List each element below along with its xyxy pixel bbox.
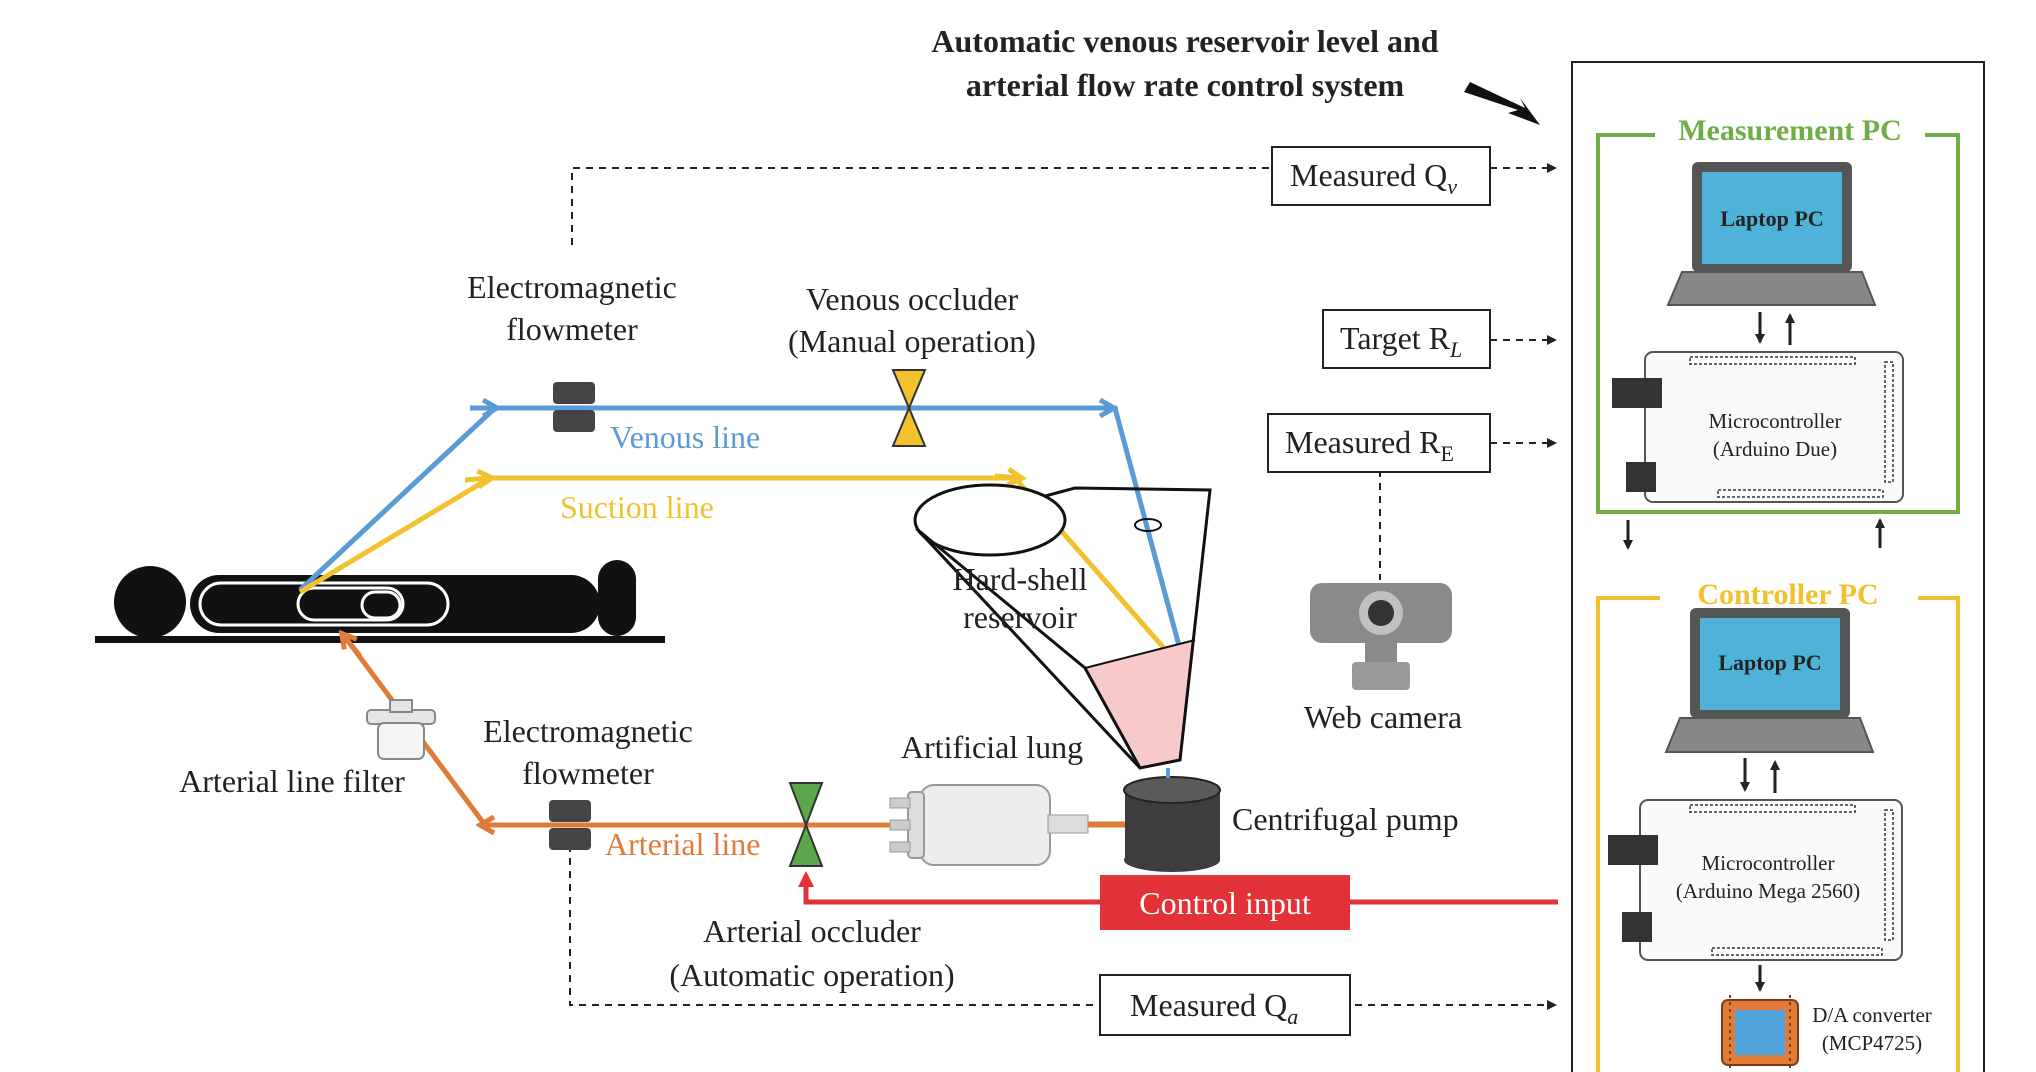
dac-label-1: D/A converter bbox=[1812, 1003, 1932, 1027]
controller-laptop-label: Laptop PC bbox=[1718, 650, 1821, 675]
hard-shell-label-1: Hard-shell bbox=[952, 561, 1087, 597]
controller-laptop-icon: Laptop PC bbox=[1664, 608, 1875, 753]
measured-qv-sub: v bbox=[1447, 174, 1457, 199]
arduino-mega-icon: Microcontroller (Arduino Mega 2560) bbox=[1608, 799, 1903, 961]
patient-icon bbox=[95, 560, 665, 643]
measurement-pc-title: Measurement PC bbox=[1678, 114, 1902, 147]
control-input-label: Control input bbox=[1139, 885, 1311, 921]
venous-line-label: Venous line bbox=[610, 419, 760, 455]
svg-text:Measured Qa: Measured Qa bbox=[1130, 987, 1298, 1029]
signal-lines bbox=[569, 163, 1557, 1010]
dac-chip-icon bbox=[1721, 995, 1799, 1072]
suction-arrow-1 bbox=[464, 478, 490, 480]
em-flowmeter-bottom-label-1: Electromagnetic bbox=[483, 713, 693, 749]
web-camera-label: Web camera bbox=[1304, 699, 1462, 735]
measurement-laptop-label: Laptop PC bbox=[1720, 206, 1823, 231]
arduino-due-label-2: (Arduino Due) bbox=[1713, 437, 1837, 461]
em-flowmeter-top-icon bbox=[553, 382, 595, 432]
measured-qa-box: Measured Qa bbox=[1099, 974, 1351, 1036]
arduino-due-icon: Microcontroller (Arduino Due) bbox=[1612, 351, 1904, 503]
arduino-mega-label-1: Microcontroller bbox=[1702, 851, 1835, 875]
web-camera-icon bbox=[1310, 583, 1452, 690]
em-flowmeter-top-label-2: flowmeter bbox=[506, 311, 638, 347]
arterial-arrow-2 bbox=[343, 635, 362, 658]
measured-qv-box: Measured Qv bbox=[1271, 146, 1491, 206]
arduino-mega-label-2: (Arduino Mega 2560) bbox=[1676, 879, 1860, 903]
artificial-lung-label: Artificial lung bbox=[901, 729, 1083, 765]
dac-label-2: (MCP4725) bbox=[1822, 1031, 1922, 1055]
centrifugal-pump-icon bbox=[1123, 776, 1221, 872]
title-line-1: Automatic venous reservoir level and bbox=[931, 23, 1438, 59]
target-rl-box: Target RL bbox=[1322, 309, 1491, 369]
arterial-occluder-label-1: Arterial occluder bbox=[703, 913, 921, 949]
title-line-2: arterial flow rate control system bbox=[966, 67, 1405, 103]
hard-shell-reservoir bbox=[913, 483, 1212, 780]
suction-line-label: Suction line bbox=[560, 489, 714, 525]
measured-re-sub: E bbox=[1441, 441, 1454, 466]
centrifugal-pump-label: Centrifugal pump bbox=[1232, 801, 1459, 837]
target-rl-label: Target R bbox=[1340, 320, 1451, 356]
controller-pc-title: Controller PC bbox=[1697, 578, 1878, 611]
qa-signal-line bbox=[569, 845, 1095, 1006]
arterial-filter-label: Arterial line filter bbox=[179, 763, 405, 799]
title-arrow-icon bbox=[1464, 82, 1540, 125]
measured-re-label: Measured R bbox=[1285, 424, 1441, 460]
pc-system-panel bbox=[1571, 61, 1985, 1072]
arterial-line-label: Arterial line bbox=[605, 826, 760, 862]
measured-qv-label: Measured Q bbox=[1290, 157, 1447, 193]
artificial-lung-icon bbox=[889, 784, 1125, 866]
svg-text:Measured Qv: Measured Qv bbox=[1290, 157, 1457, 199]
hard-shell-label-2: reservoir bbox=[963, 599, 1077, 635]
venous-occluder-label-1: Venous occluder bbox=[806, 281, 1019, 317]
arterial-occluder-label-2: (Automatic operation) bbox=[669, 957, 954, 993]
arduino-due-label-1: Microcontroller bbox=[1709, 409, 1842, 433]
em-flowmeter-top-label-1: Electromagnetic bbox=[467, 269, 677, 305]
em-flowmeter-bottom-icon bbox=[549, 800, 591, 850]
arterial-filter-icon bbox=[366, 699, 436, 760]
venous-occluder-icon bbox=[891, 369, 927, 447]
suction-line bbox=[298, 475, 1172, 657]
svg-text:Measured RE: Measured RE bbox=[1285, 424, 1454, 466]
venous-line bbox=[298, 405, 1188, 669]
control-input-box bbox=[1100, 875, 1350, 930]
em-flowmeter-bottom-label-2: flowmeter bbox=[522, 755, 654, 791]
measurement-laptop-icon: Laptop PC bbox=[1666, 162, 1877, 306]
measured-qa-label: Measured Q bbox=[1130, 987, 1287, 1023]
qv-signal-line bbox=[571, 167, 1270, 245]
svg-text:Target RL: Target RL bbox=[1340, 320, 1462, 362]
measured-qa-sub: a bbox=[1287, 1004, 1298, 1029]
venous-occluder-label-2: (Manual operation) bbox=[788, 323, 1036, 359]
controller-pc-box: Controller PC Laptop PC Microcontroller … bbox=[1596, 578, 1960, 1072]
measurement-pc-box: Measurement PC Laptop PC Microcontroller… bbox=[1596, 114, 1960, 514]
target-rl-sub: L bbox=[1449, 337, 1462, 362]
arterial-occluder-icon bbox=[788, 782, 824, 867]
measured-re-box: Measured RE bbox=[1267, 413, 1491, 473]
suction-arrow-2 bbox=[994, 476, 1020, 478]
